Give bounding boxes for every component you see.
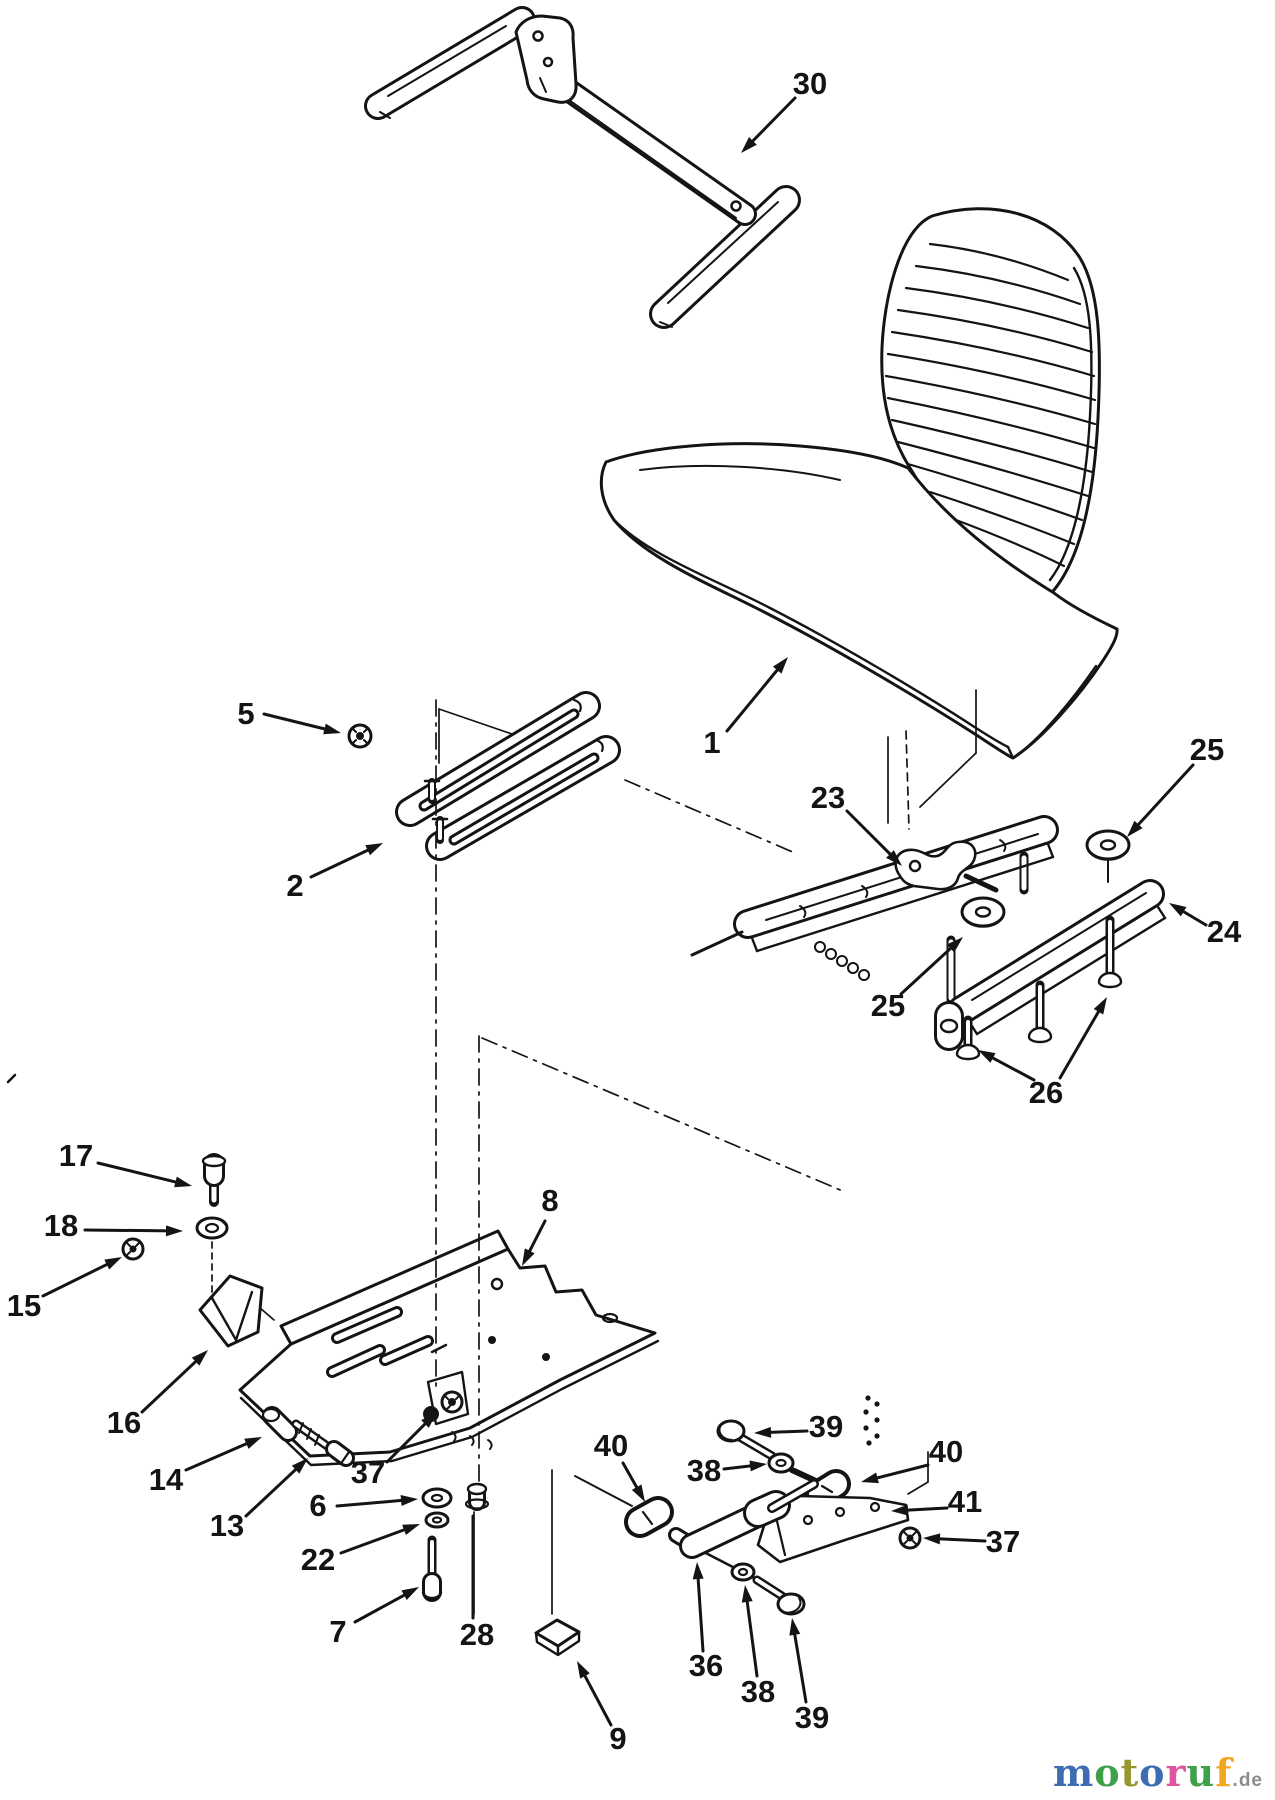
watermark-letter: m xyxy=(1053,1750,1095,1795)
watermark-letter: o xyxy=(1139,1750,1166,1795)
projection-lines-upper xyxy=(6,689,977,1193)
adjuster-rail-24 xyxy=(934,829,1167,1061)
part-number-label: 6 xyxy=(309,1488,326,1523)
part-number-label: 23 xyxy=(811,780,845,815)
part-number-label: 28 xyxy=(460,1617,494,1652)
part-number-label: 7 xyxy=(329,1614,346,1649)
backrest-ribs xyxy=(884,242,1097,568)
watermark-word: motoruf xyxy=(1053,1750,1233,1795)
part-number-label: 26 xyxy=(1029,1075,1063,1110)
callout-38b: 38 xyxy=(741,1585,775,1709)
part-number-label: 39 xyxy=(795,1700,829,1735)
callout-25a: 25 xyxy=(1127,732,1224,837)
part-number-label: 25 xyxy=(1190,732,1224,767)
callout-13: 13 xyxy=(210,1458,308,1543)
part-number-label: 8 xyxy=(541,1183,558,1218)
part-number-label: 1 xyxy=(703,725,720,760)
spring-dotted xyxy=(863,1395,880,1446)
callout-8: 8 xyxy=(522,1183,559,1266)
callout-36: 36 xyxy=(689,1562,723,1683)
center-hardware xyxy=(421,1482,581,1657)
callout-7: 7 xyxy=(329,1587,419,1649)
callout-38t: 38 xyxy=(687,1453,767,1488)
part-number-label: 40 xyxy=(929,1434,963,1469)
watermark-letter: t xyxy=(1120,1750,1140,1795)
callout-23: 23 xyxy=(811,780,902,866)
part-number-label: 38 xyxy=(741,1674,775,1709)
callout-25b: 25 xyxy=(871,937,963,1023)
watermark-suffix: .de xyxy=(1232,1770,1263,1791)
part-number-label: 37 xyxy=(351,1455,385,1490)
callout-41: 41 xyxy=(891,1484,982,1519)
watermark-letter: f xyxy=(1215,1750,1233,1795)
callout-40b: 40 xyxy=(861,1434,963,1484)
callout-9: 9 xyxy=(577,1661,627,1756)
part-number-label: 38 xyxy=(687,1453,721,1488)
callout-37a: 37 xyxy=(351,1412,437,1490)
callout-30: 30 xyxy=(741,66,827,153)
seat xyxy=(599,207,1119,760)
damper-assembly xyxy=(574,1395,922,1616)
part-number-label: 37 xyxy=(986,1524,1020,1559)
part-number-label: 30 xyxy=(793,66,827,101)
part-number-label: 16 xyxy=(107,1405,141,1440)
part-number-label: 39 xyxy=(809,1409,843,1444)
callout-22: 22 xyxy=(301,1524,420,1577)
callout-39t: 39 xyxy=(754,1409,843,1444)
mounting-hardware-left xyxy=(121,1153,355,1467)
part-number-label: 40 xyxy=(594,1428,628,1463)
part-number-label: 2 xyxy=(286,868,303,903)
part-number-label: 14 xyxy=(149,1462,184,1497)
part-number-label: 36 xyxy=(689,1648,723,1683)
callout-24: 24 xyxy=(1169,903,1242,949)
callout-6: 6 xyxy=(309,1488,418,1523)
pan-slots xyxy=(326,1277,619,1450)
callout-28: 28 xyxy=(460,1514,494,1652)
callout-5: 5 xyxy=(237,696,341,735)
watermark-logo: motoruf.de xyxy=(1053,1754,1263,1792)
callout-37b: 37 xyxy=(923,1524,1020,1559)
callout-18: 18 xyxy=(44,1208,183,1243)
callout-17: 17 xyxy=(59,1138,192,1188)
part-number-label: 22 xyxy=(301,1542,335,1577)
part-number-label: 9 xyxy=(609,1721,626,1756)
part-number-label: 13 xyxy=(210,1508,244,1543)
callout-15: 15 xyxy=(7,1257,122,1323)
callout-14: 14 xyxy=(149,1437,262,1497)
slide-channels-2 xyxy=(395,691,621,861)
callout-1: 1 xyxy=(703,657,788,760)
adjuster-rail-23 xyxy=(690,815,1059,1005)
part-30-pivot-bracket xyxy=(364,6,801,329)
seat-pan-8 xyxy=(238,1229,660,1467)
part-number-label: 18 xyxy=(44,1208,78,1243)
part-number-label: 24 xyxy=(1207,914,1242,949)
callout-39b: 39 xyxy=(789,1618,829,1735)
part-number-label: 41 xyxy=(948,1484,982,1519)
part-number-label: 17 xyxy=(59,1138,93,1173)
watermark-letter: u xyxy=(1186,1750,1216,1795)
watermark-letter: o xyxy=(1094,1750,1121,1795)
part-number-label: 15 xyxy=(7,1288,41,1323)
part-number-label: 25 xyxy=(871,988,905,1023)
callout-26: 26 xyxy=(978,997,1107,1110)
callout-2: 2 xyxy=(286,843,383,903)
watermark-letter: r xyxy=(1165,1750,1187,1795)
bolts-26 xyxy=(955,915,1123,1061)
callout-16: 16 xyxy=(107,1350,208,1440)
callout-40a: 40 xyxy=(594,1428,645,1502)
part-number-label: 5 xyxy=(237,696,254,731)
locknut-5 xyxy=(347,723,373,749)
